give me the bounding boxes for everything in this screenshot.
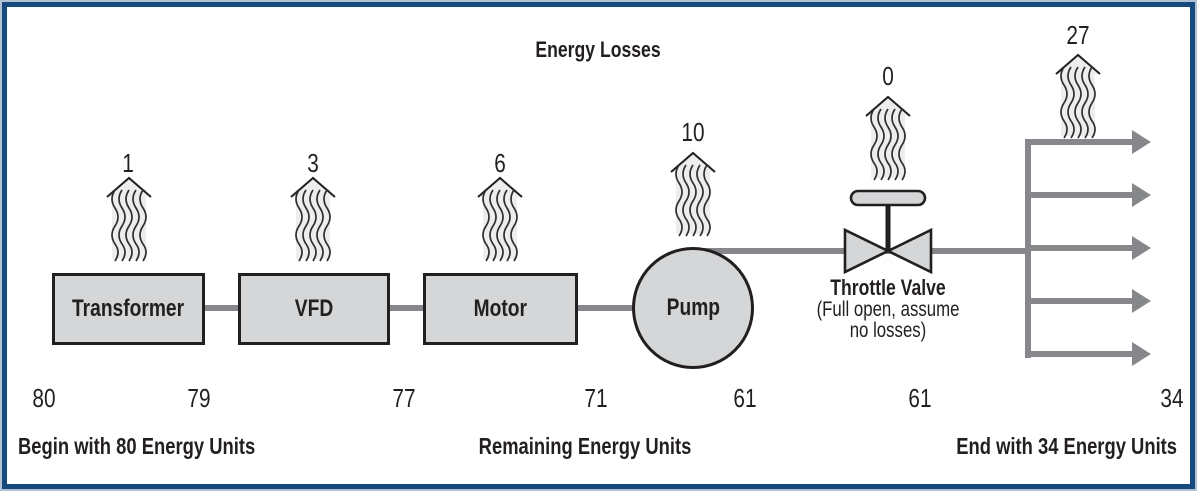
loss-value-vfd: 3 <box>307 148 319 178</box>
diagram-title: Energy Losses <box>535 37 661 62</box>
pump-label: Pump <box>666 294 720 321</box>
throttle-valve-note-line2: no losses) <box>849 319 927 342</box>
heat-loss-icon-distribution <box>1055 54 1101 139</box>
shaft-transformer-vfd <box>203 305 240 311</box>
outlet-arrow-icon-5 <box>1132 342 1151 366</box>
begin-caption: Begin with 80 Energy Units <box>18 433 256 459</box>
motor-box: Motor <box>423 273 578 345</box>
loss-value-motor: 6 <box>494 148 506 178</box>
vfd-box: VFD <box>238 273 390 345</box>
outlet-line-2 <box>1025 192 1132 198</box>
shaft-motor-pump <box>576 305 634 311</box>
energy-value-after-vfd: 77 <box>392 383 416 413</box>
outlet-line-1 <box>1025 139 1132 145</box>
remaining-caption: Remaining Energy Units <box>478 433 692 459</box>
outlet-arrow-icon-1 <box>1132 130 1151 154</box>
pump-circle: Pump <box>632 247 754 369</box>
energy-value-after-motor: 71 <box>584 383 608 413</box>
energy-value-start: 80 <box>32 383 56 413</box>
heat-loss-icon-motor <box>477 177 523 262</box>
energy-value-after-transformer: 79 <box>187 383 211 413</box>
loss-value-distribution: 27 <box>1066 20 1090 50</box>
heat-loss-icon-transformer <box>106 177 152 262</box>
loss-value-transformer: 1 <box>122 148 134 178</box>
outlet-arrow-icon-4 <box>1132 289 1151 313</box>
transformer-label: Transformer <box>72 295 185 322</box>
outlet-arrow-icon-2 <box>1132 183 1151 207</box>
throttle-valve-icon <box>843 189 933 275</box>
motor-label: Motor <box>473 295 528 322</box>
vfd-label: VFD <box>294 295 334 322</box>
throttle-valve-label: Throttle Valve <box>830 275 946 300</box>
loss-value-valve: 0 <box>882 61 894 91</box>
end-caption: End with 34 Energy Units <box>956 433 1177 459</box>
shaft-vfd-motor <box>388 305 425 311</box>
energy-value-end: 34 <box>1160 383 1184 413</box>
outlet-arrow-icon-3 <box>1132 236 1151 260</box>
energy-value-after-pump: 61 <box>733 383 757 413</box>
heat-loss-icon-valve <box>865 96 911 181</box>
heat-loss-icon-pump <box>670 152 716 237</box>
outlet-line-4 <box>1025 298 1132 304</box>
outlet-line-3 <box>1025 245 1132 251</box>
loss-value-pump: 10 <box>681 117 705 147</box>
energy-value-after-valve: 61 <box>908 383 932 413</box>
heat-loss-icon-vfd <box>290 177 336 262</box>
transformer-box: Transformer <box>52 273 205 345</box>
outlet-line-5 <box>1025 351 1132 357</box>
throttle-valve-note-line1: (Full open, assume <box>816 298 960 321</box>
